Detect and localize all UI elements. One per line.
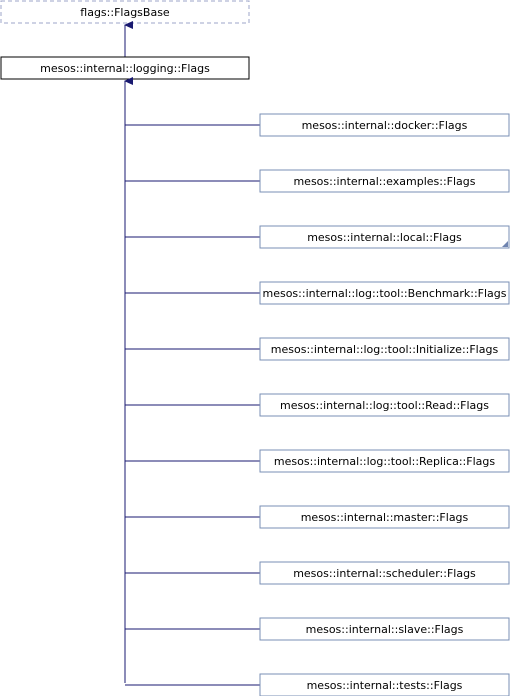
- derived-class-label: mesos::internal::slave::Flags: [306, 623, 464, 636]
- derived-class-box: [259, 505, 510, 529]
- derived-class-node-mesos-internal-examples-flags[interactable]: mesos::internal::examples::Flags: [259, 169, 510, 193]
- derived-class-box: [259, 561, 510, 585]
- derived-class-node-mesos-internal-log-tool-benchmark-flags[interactable]: mesos::internal::log::tool::Benchmark::F…: [259, 281, 510, 305]
- derived-class-box: [259, 169, 510, 193]
- derived-class-label: mesos::internal::log::tool::Read::Flags: [280, 399, 489, 412]
- derived-class-box: [259, 673, 510, 696]
- derived-class-box: [259, 393, 510, 417]
- derived-class-node-mesos-internal-master-flags[interactable]: mesos::internal::master::Flags: [259, 505, 510, 529]
- derived-class-label: mesos::internal::local::Flags: [307, 231, 462, 244]
- derived-class-node-mesos-internal-scheduler-flags[interactable]: mesos::internal::scheduler::Flags: [259, 561, 510, 585]
- derived-class-label: mesos::internal::log::tool::Benchmark::F…: [262, 287, 506, 300]
- derived-class-node-mesos-internal-log-tool-read-flags[interactable]: mesos::internal::log::tool::Read::Flags: [259, 393, 510, 417]
- derived-class-box: [259, 225, 510, 249]
- derived-class-label: mesos::internal::examples::Flags: [293, 175, 475, 188]
- derived-class-label: mesos::internal::master::Flags: [301, 511, 469, 524]
- derived-class-label: mesos::internal::log::tool::Initialize::…: [271, 343, 499, 356]
- derived-class-node-mesos-internal-log-tool-initialize-flags[interactable]: mesos::internal::log::tool::Initialize::…: [259, 337, 510, 361]
- derived-class-label: mesos::internal::tests::Flags: [307, 679, 463, 692]
- derived-class-label: mesos::internal::docker::Flags: [302, 119, 468, 132]
- main-class-label: mesos::internal::logging::Flags: [40, 62, 210, 75]
- derived-class-box: [259, 617, 510, 641]
- derived-class-node-mesos-internal-docker-flags[interactable]: mesos::internal::docker::Flags: [259, 113, 510, 137]
- derived-class-box: [259, 449, 510, 473]
- derived-class-node-mesos-internal-local-flags[interactable]: mesos::internal::local::Flags: [259, 225, 510, 249]
- main-class-node[interactable]: mesos::internal::logging::Flags: [0, 56, 250, 80]
- derived-classes: mesos::internal::docker::Flagsmesos::int…: [125, 113, 510, 696]
- derived-class-box: [259, 337, 510, 361]
- derived-class-label: mesos::internal::scheduler::Flags: [293, 567, 476, 580]
- base-class-label: flags::FlagsBase: [80, 6, 170, 19]
- base-class-node[interactable]: flags::FlagsBase: [0, 0, 250, 24]
- derived-class-node-mesos-internal-tests-flags[interactable]: mesos::internal::tests::Flags: [259, 673, 510, 696]
- derived-class-box: [259, 281, 510, 305]
- derived-class-node-mesos-internal-slave-flags[interactable]: mesos::internal::slave::Flags: [259, 617, 510, 641]
- more-derived-marker-icon: [502, 241, 508, 247]
- derived-class-label: mesos::internal::log::tool::Replica::Fla…: [274, 455, 495, 468]
- derived-class-box: [259, 113, 510, 137]
- derived-class-node-mesos-internal-log-tool-replica-flags[interactable]: mesos::internal::log::tool::Replica::Fla…: [259, 449, 510, 473]
